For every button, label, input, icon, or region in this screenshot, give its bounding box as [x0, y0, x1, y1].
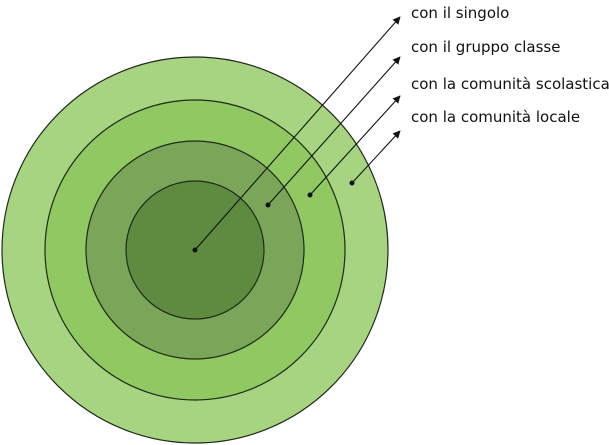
- arrow-gruppo-classe: [265, 56, 401, 208]
- arrow-comunita-locale: [349, 130, 401, 186]
- label-gruppo-classe: con il gruppo classe: [411, 38, 561, 56]
- label-comunita-scolastica: con la comunità scolastica: [411, 75, 609, 93]
- arrow-singolo: [192, 16, 401, 253]
- label-comunita-locale: con la comunità locale: [411, 108, 581, 126]
- arrow-comunita-scolastica: [307, 95, 401, 198]
- label-singolo: con il singolo: [411, 4, 510, 22]
